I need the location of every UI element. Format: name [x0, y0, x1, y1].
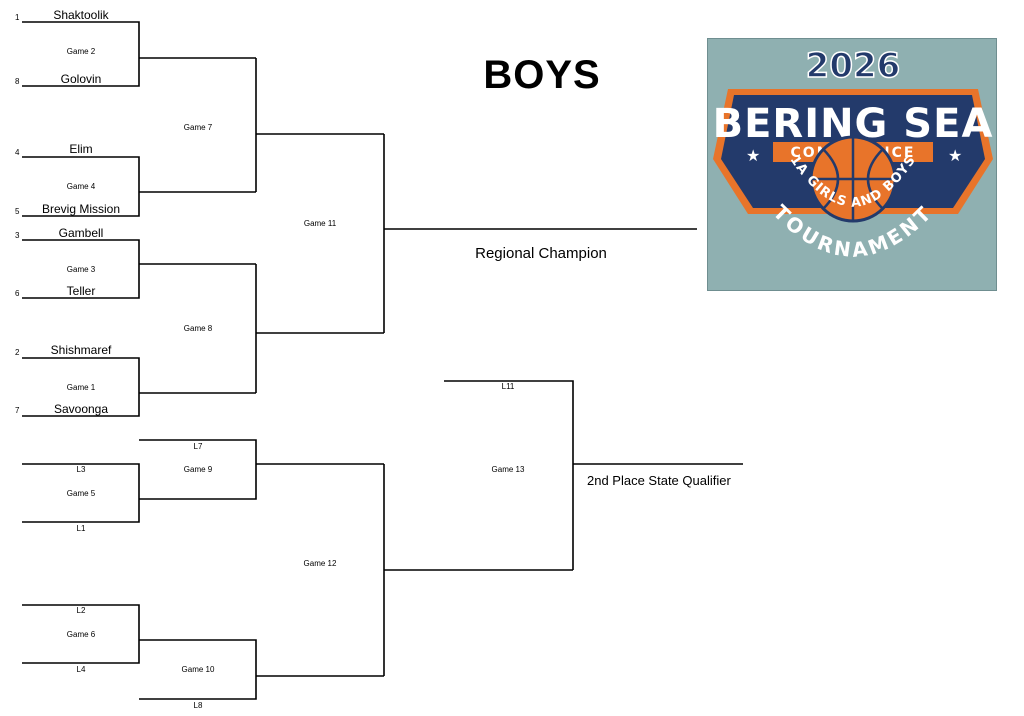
team-name: Teller — [66, 284, 96, 298]
loser-slot: L2 — [76, 606, 86, 615]
team-name: Savoonga — [53, 402, 109, 416]
seed-number: 7 — [15, 406, 20, 415]
game-label: Game 4 — [66, 182, 96, 191]
champion-label: Regional Champion — [475, 245, 607, 262]
game-label: Game 12 — [303, 559, 337, 568]
game-label: Game 11 — [303, 219, 337, 228]
loser-slot: L8 — [193, 701, 203, 710]
loser-slot: L3 — [76, 465, 86, 474]
team-name: Brevig Mission — [41, 202, 121, 216]
seed-number: 5 — [15, 207, 20, 216]
game-label: Game 1 — [66, 383, 96, 392]
game-label: Game 5 — [66, 489, 96, 498]
game-label: Game 9 — [183, 465, 213, 474]
tournament-logo: 2026 BERING SEA CONFERENCE ★ ★ 1A GIRLS … — [707, 38, 997, 291]
loser-slot: L1 — [76, 524, 86, 533]
logo-year: 2026 — [806, 46, 901, 86]
team-name: Shaktoolik — [53, 8, 109, 22]
game-label: Game 2 — [66, 47, 96, 56]
seed-number: 3 — [15, 231, 20, 240]
team-name: Gambell — [58, 226, 104, 240]
seed-number: 8 — [15, 77, 20, 86]
game-label: Game 13 — [491, 465, 525, 474]
team-name: Elim — [69, 142, 93, 156]
game-label: Game 3 — [66, 265, 96, 274]
seed-number: 6 — [15, 289, 20, 298]
game-label: Game 6 — [66, 630, 96, 639]
page-title: BOYS — [483, 53, 601, 97]
game-label: Game 10 — [181, 665, 215, 674]
game-label: Game 8 — [183, 324, 213, 333]
star-icon: ★ — [948, 148, 962, 165]
loser-slot: L4 — [76, 665, 86, 674]
logo-graphic: 2026 BERING SEA CONFERENCE ★ ★ 1A GIRLS … — [713, 45, 993, 262]
seed-number: 4 — [15, 148, 20, 157]
team-name: Golovin — [60, 72, 102, 86]
team-name: Shishmaref — [50, 343, 112, 357]
loser-slot: L11 — [501, 382, 515, 391]
seed-number: 1 — [15, 13, 20, 22]
seed-number: 2 — [15, 348, 20, 357]
star-icon: ★ — [746, 148, 760, 165]
game-label: Game 7 — [183, 123, 213, 132]
second-place-label: 2nd Place State Qualifier — [587, 473, 731, 488]
loser-slot: L7 — [193, 442, 203, 451]
